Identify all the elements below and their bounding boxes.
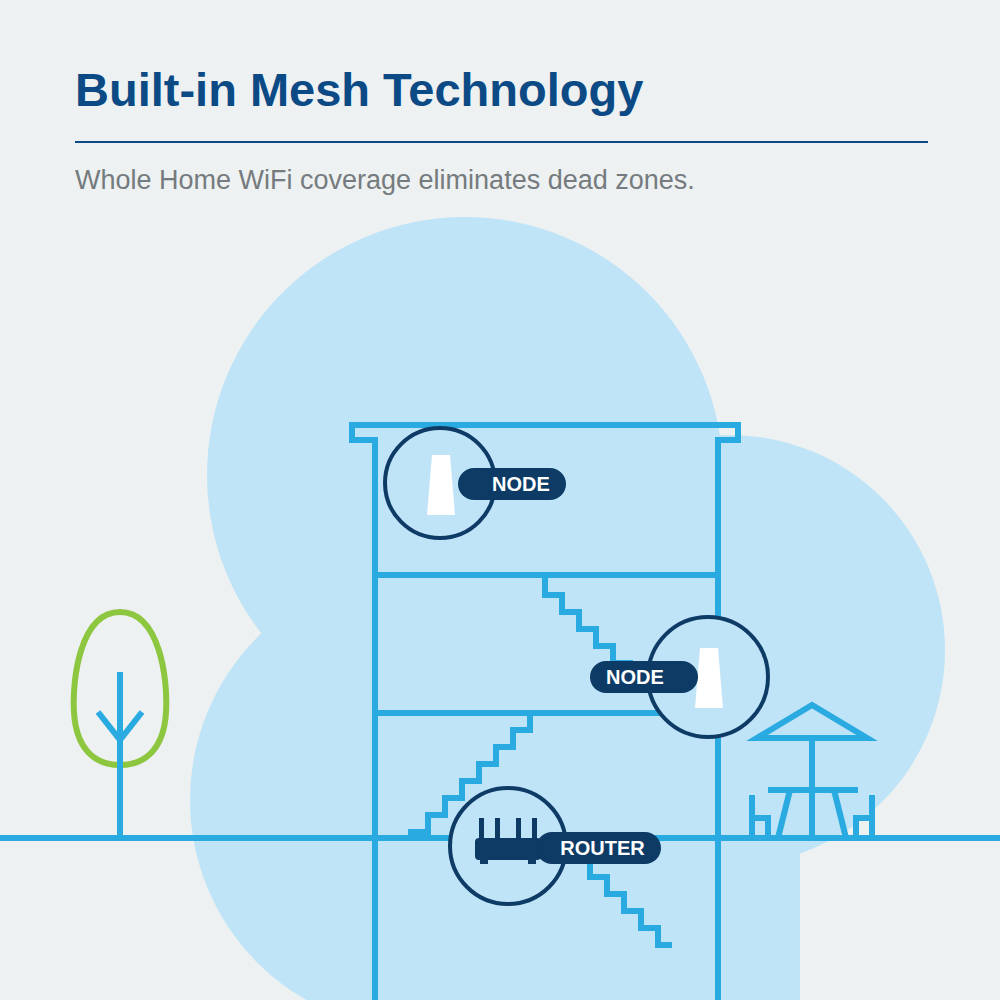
- coverage-blobs: [190, 217, 945, 1000]
- house-outline: [0, 425, 1000, 1000]
- tree: [74, 612, 167, 838]
- label-pill: NODE: [590, 661, 698, 693]
- pill-label: ROUTER: [560, 837, 644, 860]
- title-rule: [75, 141, 928, 143]
- label-pill: NODE: [458, 468, 566, 500]
- picnic-table: [752, 705, 872, 838]
- diagram-caption: Whole Home WiFi coverage eliminates dead…: [75, 165, 695, 196]
- pill-label: NODE: [606, 666, 664, 689]
- diagram-title: Built-in Mesh Technology: [75, 62, 643, 117]
- pill-label: NODE: [492, 473, 550, 496]
- label-pill: ROUTER: [536, 832, 661, 864]
